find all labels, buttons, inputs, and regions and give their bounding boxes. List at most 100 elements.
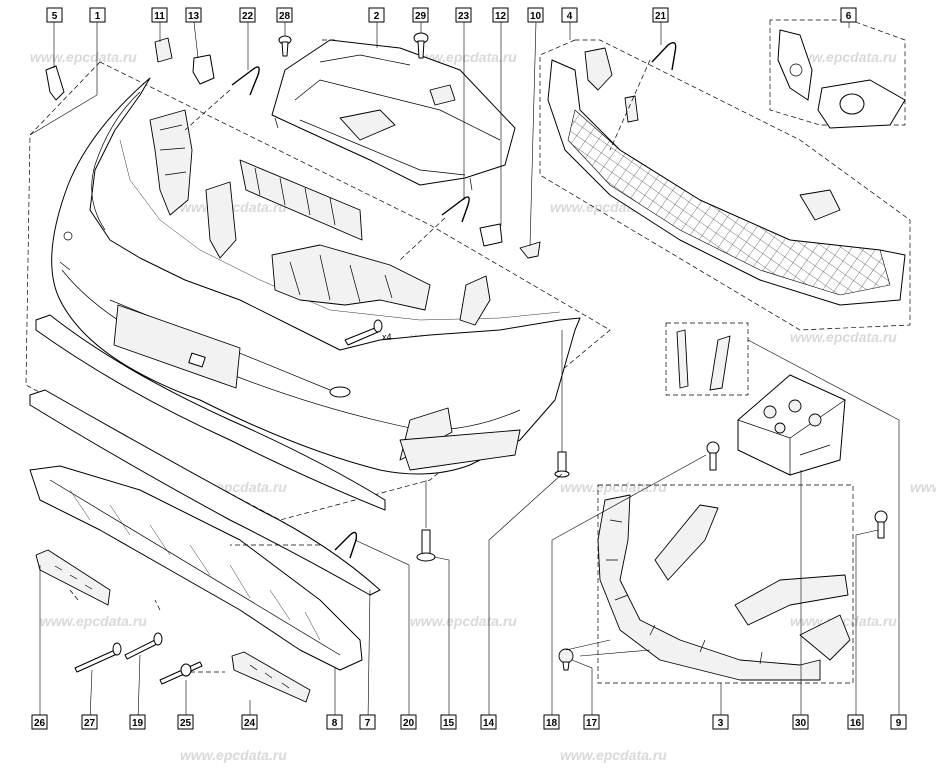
callout-17: 17	[583, 714, 600, 730]
callout-number: 19	[132, 718, 144, 729]
bolt-16	[874, 510, 888, 539]
callout-6: 6	[840, 7, 857, 23]
callout-number: 20	[403, 718, 415, 729]
callout-number: 4	[567, 11, 573, 22]
left-mounting-bracket	[149, 109, 237, 259]
rivet-25	[159, 661, 203, 685]
leader-lines	[29, 21, 900, 721]
foglamp-bezel-part	[777, 29, 906, 129]
callout-box	[326, 714, 343, 730]
callout-number: 8	[332, 718, 338, 729]
quantity-note: x4	[382, 332, 392, 342]
callout-number: 25	[180, 718, 192, 729]
callout-box	[368, 7, 385, 23]
callout-13: 13	[185, 7, 202, 23]
callout-box	[712, 714, 729, 730]
callout-number: 15	[443, 718, 455, 729]
clip-part-12	[479, 223, 503, 247]
screw-28	[278, 35, 292, 57]
bolt-18	[706, 441, 720, 471]
group-outline-brackets	[597, 484, 854, 684]
rivet-19	[124, 632, 163, 660]
callout-30: 30	[792, 714, 809, 730]
lower-grille-part	[547, 47, 906, 306]
callout-box	[890, 714, 907, 730]
callout-box	[652, 7, 669, 23]
center-beam-bracket	[239, 159, 431, 311]
callout-29: 29	[412, 7, 429, 23]
upper-cover-part	[271, 39, 516, 191]
spoiler-lip-part	[35, 314, 386, 511]
callout-number: 13	[188, 11, 200, 22]
side-bracket-set	[597, 494, 851, 681]
callout-5: 5	[46, 7, 63, 23]
watermark-text: www.epcdata.ru	[40, 613, 147, 629]
callout-box	[492, 7, 509, 23]
callout-number: 12	[495, 11, 507, 22]
wire-clip-23	[441, 196, 470, 223]
front-bumper-part	[51, 77, 581, 475]
callout-box	[89, 7, 106, 23]
callout-box	[81, 714, 98, 730]
nut-17	[558, 648, 574, 671]
callout-number: 1	[95, 11, 101, 22]
callout-box	[440, 714, 457, 730]
callout-box	[480, 714, 497, 730]
callout-box	[276, 7, 293, 23]
clip-part-13	[192, 54, 215, 85]
callout-box	[177, 714, 194, 730]
callout-number: 2	[374, 11, 380, 22]
callout-9: 9	[890, 714, 907, 730]
clip-part-11	[154, 37, 173, 63]
wire-clip-22	[231, 66, 260, 96]
callout-24: 24	[241, 714, 258, 730]
callout-box	[792, 714, 809, 730]
bolt-15	[416, 529, 436, 562]
callout-number: 10	[530, 11, 542, 22]
callout-23: 23	[455, 7, 472, 23]
callout-box	[847, 714, 864, 730]
callout-box	[543, 714, 560, 730]
callout-number: 17	[586, 718, 598, 729]
callout-21: 21	[652, 7, 669, 23]
rivet-27	[74, 642, 122, 673]
watermark-text: www.epcdata.ru	[790, 613, 897, 629]
callout-box	[46, 7, 63, 23]
callout-number: 22	[242, 11, 254, 22]
rivet-x4	[344, 319, 383, 346]
watermark-text: www.epcdata.ru	[180, 199, 287, 215]
callout-number: 5	[52, 11, 58, 22]
callout-number: 24	[244, 718, 256, 729]
wire-clip-21	[651, 42, 677, 71]
callout-number: 16	[850, 718, 862, 729]
callout-number: 11	[154, 11, 165, 22]
lower-strip-part	[29, 389, 381, 596]
callout-26: 26	[31, 714, 48, 730]
callout-box	[359, 714, 376, 730]
assembly-arrows	[69, 39, 651, 673]
underbody-shield-part	[29, 465, 363, 671]
callout-12: 12	[492, 7, 509, 23]
wire-clip-20	[334, 531, 358, 559]
callout-19: 19	[129, 714, 146, 730]
callout-number: 14	[483, 718, 495, 729]
callout-1: 1	[89, 7, 106, 23]
callout-8: 8	[326, 714, 343, 730]
deflector-26	[35, 549, 111, 606]
callout-20: 20	[400, 714, 417, 730]
callout-2: 2	[368, 7, 385, 23]
watermark-text: www.epcdata.ru	[910, 479, 936, 495]
watermark-text: www.epcdata.ru	[790, 329, 897, 345]
callout-27: 27	[81, 714, 98, 730]
callout-22: 22	[239, 7, 256, 23]
callout-box	[840, 7, 857, 23]
callout-11: 11	[151, 7, 168, 23]
bolt-14	[554, 451, 570, 478]
callout-15: 15	[440, 714, 457, 730]
callout-number: 21	[655, 11, 667, 22]
callout-box	[412, 7, 429, 23]
watermark-text: www.epcdata.ru	[180, 747, 287, 763]
screw-29	[413, 32, 429, 59]
clip-part-5	[45, 65, 65, 101]
